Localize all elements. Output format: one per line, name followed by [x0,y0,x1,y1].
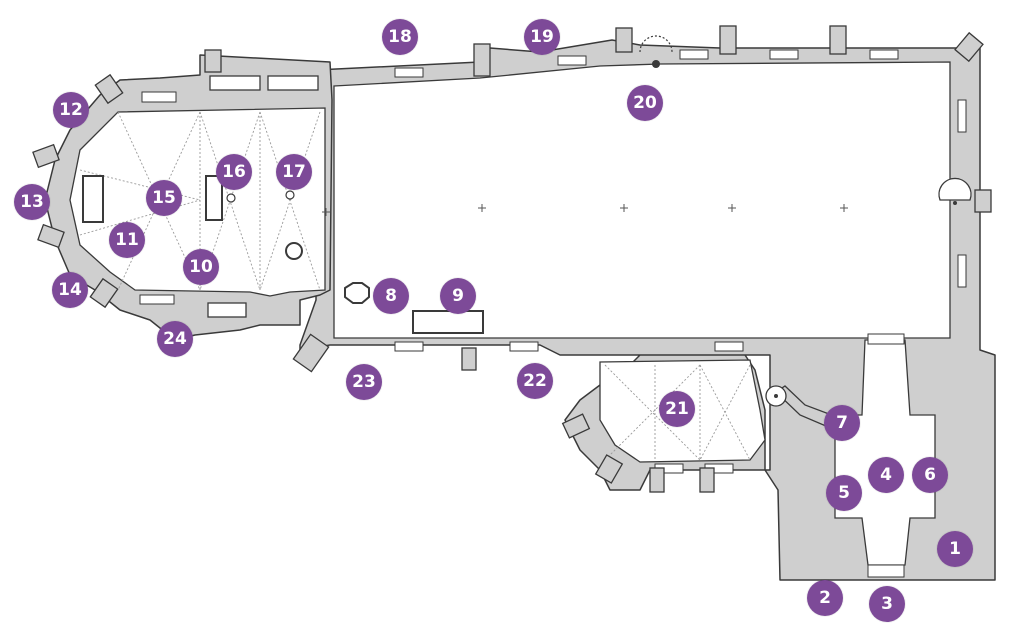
marker-19[interactable]: 19 [524,19,560,55]
marker-9[interactable]: 9 [440,278,476,314]
chancel-north-niche-a [209,75,261,91]
pulpit-dot [774,394,778,398]
marker-24[interactable]: 24 [157,321,193,357]
marker-8[interactable]: 8 [373,278,409,314]
marker-15[interactable]: 15 [146,180,182,216]
nave [333,61,951,339]
marker-11[interactable]: 11 [109,222,145,258]
stair-turret [938,177,972,201]
altar [82,175,104,223]
pew-block [412,310,484,334]
marker-1[interactable]: 1 [937,531,973,567]
chapel-vaulting [604,364,751,461]
interior-spaces [69,61,951,566]
chancel-north-niche-b [267,75,319,91]
piscina-b [285,190,295,200]
side-altar [205,175,223,221]
marker-14[interactable]: 14 [52,272,88,308]
marker-10[interactable]: 10 [183,249,219,285]
marker-22[interactable]: 22 [517,363,553,399]
marker-6[interactable]: 6 [912,457,948,493]
marker-16[interactable]: 16 [216,154,252,190]
north-niche-dot [652,60,660,68]
marker-18[interactable]: 18 [382,19,418,55]
south-niche [207,302,247,318]
marker-12[interactable]: 12 [53,92,89,128]
marker-13[interactable]: 13 [14,184,50,220]
marker-7[interactable]: 7 [824,405,860,441]
buttresses [32,25,992,493]
marker-3[interactable]: 3 [869,586,905,622]
marker-2[interactable]: 2 [807,580,843,616]
marker-17[interactable]: 17 [276,154,312,190]
north-niche-arc [639,35,673,53]
round-column [285,242,303,260]
marker-4[interactable]: 4 [868,457,904,493]
piscina-a [226,193,236,203]
marker-23[interactable]: 23 [346,364,382,400]
wall-openings [139,49,967,578]
nave-cross-marks [322,204,848,216]
font-octagon [344,282,370,304]
marker-5[interactable]: 5 [826,475,862,511]
marker-20[interactable]: 20 [627,85,663,121]
turret-dot [953,201,957,205]
fixtures [82,35,972,433]
marker-21[interactable]: 21 [659,391,695,427]
